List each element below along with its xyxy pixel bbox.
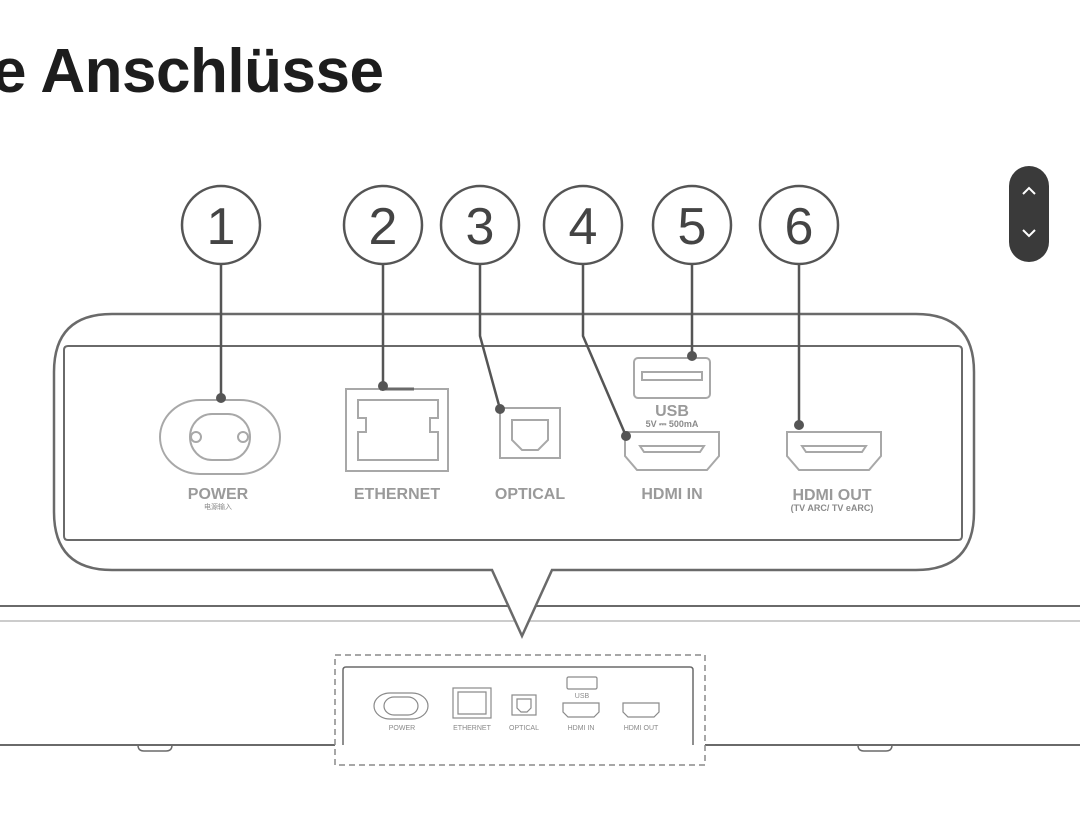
hdmi-out-port-icon (786, 431, 882, 471)
mini-ethernet-label: ETHERNET (453, 725, 491, 732)
hdmi-out-sublabel: (TV ARC/ TV eARC) (791, 503, 874, 513)
callout-number: 4 (569, 198, 598, 256)
scroll-down-button[interactable] (1009, 210, 1049, 256)
mini-usb-label: USB (575, 693, 590, 700)
callout-3: 3 (439, 184, 521, 266)
callout-1: 1 (180, 184, 262, 266)
chevron-up-icon (1022, 186, 1036, 195)
power-port-icon (159, 399, 281, 475)
callout-number: 6 (785, 198, 814, 256)
power-label: POWER (188, 486, 249, 503)
callout-2: 2 (342, 184, 424, 266)
optical-port-icon (499, 407, 561, 459)
page-title: e Anschlüsse (0, 37, 384, 106)
hdmi-in-label: HDMI IN (641, 486, 702, 503)
callout-number: 5 (678, 198, 707, 256)
mini-connection-panel: POWER ETHERNET OPTICAL USB HDMI IN HDMI … (334, 654, 706, 766)
usb-label: USB (655, 403, 689, 420)
callout-5: 5 (651, 184, 733, 266)
leader-dots (216, 351, 804, 441)
usb-spec-label: 5V ⎓ 500mA (646, 419, 699, 429)
leader-lines (219, 265, 801, 437)
optical-label: OPTICAL (495, 486, 565, 503)
callout-number: 1 (207, 198, 236, 256)
hdmi-in-port-icon (624, 431, 720, 471)
page-scroller (1009, 166, 1049, 262)
mini-power-label: POWER (389, 725, 415, 732)
ethernet-port-icon (345, 387, 449, 472)
mini-hdmi-out-label: HDMI OUT (624, 725, 659, 732)
mini-hdmi-in-label: HDMI IN (568, 725, 595, 732)
chevron-down-icon (1022, 229, 1036, 238)
magnified-panel (52, 312, 976, 640)
callout-4: 4 (542, 184, 624, 266)
power-sublabel: 电源输入 (204, 502, 232, 511)
callout-number: 3 (466, 198, 495, 256)
scroll-up-button[interactable] (1009, 168, 1049, 214)
callout-number: 2 (369, 198, 398, 256)
usb-port-icon (633, 357, 711, 399)
callout-6: 6 (758, 184, 840, 266)
mini-optical-label: OPTICAL (509, 725, 539, 732)
ethernet-label: ETHERNET (354, 486, 440, 503)
hdmi-out-label: HDMI OUT (792, 487, 871, 504)
